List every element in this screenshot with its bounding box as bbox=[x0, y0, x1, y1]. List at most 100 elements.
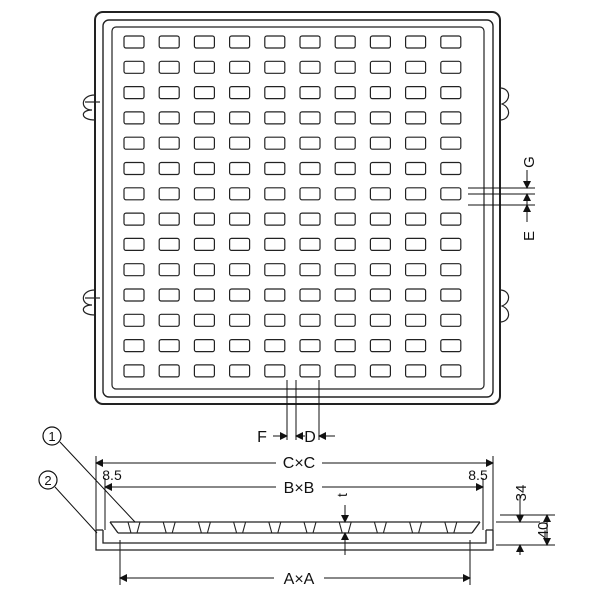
grate-slot bbox=[264, 35, 286, 49]
dimension-g-e bbox=[468, 170, 535, 222]
grate-slot bbox=[158, 313, 180, 327]
label-g: G bbox=[521, 156, 538, 168]
outer-frame bbox=[94, 11, 501, 405]
grate-slot bbox=[334, 313, 356, 327]
grate-slot bbox=[369, 60, 391, 74]
grate-slot bbox=[158, 35, 180, 49]
grate-slot bbox=[158, 212, 180, 226]
grate-slot bbox=[334, 288, 356, 302]
grate-slot bbox=[369, 313, 391, 327]
section-rib bbox=[444, 521, 458, 534]
section-profile bbox=[95, 521, 494, 551]
grate-slot bbox=[369, 136, 391, 150]
grate-slot bbox=[123, 212, 145, 226]
grate-slot bbox=[123, 364, 145, 378]
grate-slot bbox=[440, 263, 462, 277]
grate-slot bbox=[440, 60, 462, 74]
grate-slot bbox=[369, 288, 391, 302]
grate-slot bbox=[334, 339, 356, 353]
dimension-heights bbox=[496, 495, 555, 555]
grate-slot bbox=[334, 237, 356, 251]
section-rib bbox=[268, 521, 282, 534]
grate-slot bbox=[369, 111, 391, 125]
grate-slot bbox=[299, 111, 321, 125]
grate-slot bbox=[405, 212, 427, 226]
grate-slot bbox=[299, 339, 321, 353]
grate-slot bbox=[158, 237, 180, 251]
right-tab-top bbox=[499, 87, 510, 121]
section-rib bbox=[303, 521, 317, 534]
right-tab-bottom bbox=[499, 289, 510, 323]
grate-slot bbox=[158, 364, 180, 378]
label-e: E bbox=[521, 231, 538, 241]
grate-slot bbox=[405, 237, 427, 251]
grate-slot bbox=[334, 85, 356, 100]
grate-slot bbox=[264, 60, 286, 74]
grate-slot bbox=[229, 288, 251, 302]
grate-slot bbox=[405, 339, 427, 353]
section-rib bbox=[127, 521, 141, 534]
grate-slot bbox=[299, 364, 321, 378]
grate-slot bbox=[264, 187, 286, 201]
grate-slot bbox=[264, 161, 286, 176]
grate-slot bbox=[334, 111, 356, 125]
label-offset-right: 8.5 bbox=[468, 467, 488, 483]
grate-slot bbox=[158, 111, 180, 125]
grate-slot bbox=[123, 111, 145, 125]
grate-slot bbox=[229, 136, 251, 150]
section-rib bbox=[233, 521, 247, 534]
grate-slot bbox=[334, 60, 356, 74]
label-34: 34 bbox=[513, 485, 530, 502]
grate-slot bbox=[158, 288, 180, 302]
grate-slot bbox=[299, 237, 321, 251]
dimension-f-d bbox=[273, 380, 335, 440]
grate-slot bbox=[299, 288, 321, 302]
label-d: D bbox=[304, 429, 316, 446]
grate-slot bbox=[405, 136, 427, 150]
grate-slot bbox=[123, 313, 145, 327]
grate-slot bbox=[229, 161, 251, 176]
grate-slot bbox=[193, 35, 215, 49]
grate-slot bbox=[369, 212, 391, 226]
grate-slot bbox=[229, 263, 251, 277]
grate-slot bbox=[264, 85, 286, 100]
grate-slot bbox=[440, 161, 462, 176]
grate-slot bbox=[440, 313, 462, 327]
grate-slot bbox=[299, 313, 321, 327]
grate-slot bbox=[193, 237, 215, 251]
grate-border bbox=[111, 26, 485, 390]
grate-slot bbox=[369, 237, 391, 251]
grate-slot bbox=[405, 288, 427, 302]
callout-2-number: 2 bbox=[44, 473, 51, 488]
grate-slot bbox=[193, 161, 215, 176]
grate-slot bbox=[229, 111, 251, 125]
grate-slot bbox=[123, 187, 145, 201]
grate-slot bbox=[158, 187, 180, 201]
grate-slot bbox=[229, 35, 251, 49]
grate-slot bbox=[158, 161, 180, 176]
grate-slot bbox=[229, 339, 251, 353]
grate-slot bbox=[405, 313, 427, 327]
grate-slot bbox=[264, 263, 286, 277]
label-offset-left: 8.5 bbox=[102, 467, 122, 483]
label-axa: A×A bbox=[284, 571, 315, 588]
grate-slot bbox=[193, 111, 215, 125]
callout-1: 1 bbox=[42, 426, 136, 523]
grate-slot bbox=[229, 85, 251, 100]
label-bxb: B×B bbox=[284, 480, 315, 497]
grate-slot bbox=[158, 60, 180, 74]
grate-slot bbox=[193, 364, 215, 378]
grate-slot bbox=[369, 35, 391, 49]
grate-slot bbox=[229, 237, 251, 251]
grate-slot bbox=[299, 35, 321, 49]
grate-slot bbox=[440, 288, 462, 302]
grate-slot bbox=[264, 111, 286, 125]
section-rib bbox=[373, 521, 387, 534]
grate-slot bbox=[405, 187, 427, 201]
label-cxc: C×C bbox=[283, 455, 315, 472]
left-hinge-tab-top bbox=[82, 94, 100, 121]
grate-slots bbox=[123, 35, 462, 378]
grate-slot bbox=[229, 212, 251, 226]
grate-slot bbox=[299, 60, 321, 74]
